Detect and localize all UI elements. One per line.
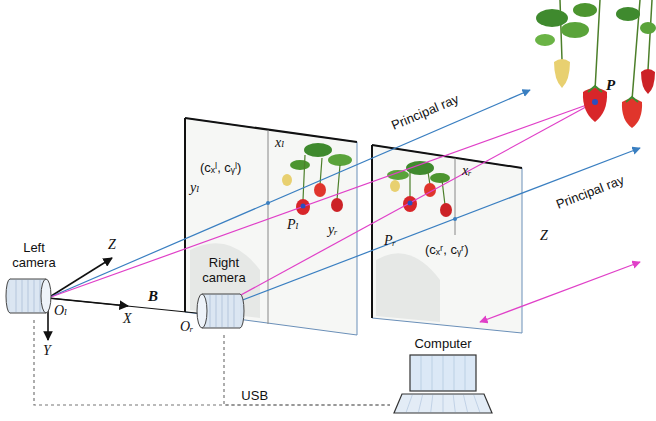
keyboard-grid (443, 395, 444, 412)
laptop-symbol (390, 353, 496, 417)
node-label: Computer (391, 336, 495, 351)
right-camera-symbol (190, 287, 258, 335)
camera-grid (222, 295, 223, 327)
projection-rays (48, 102, 640, 322)
keyboard-grid (464, 395, 468, 412)
ray-label: Principal ray (389, 91, 461, 133)
camera-edge (10, 279, 46, 280)
camera-grid (22, 280, 23, 312)
point-label: P (606, 78, 615, 93)
edge-label: USB (239, 388, 270, 403)
keyboard-grid (431, 395, 433, 412)
camera-grid (234, 295, 235, 327)
keyboard-grid (474, 395, 480, 412)
computer-node: Computer (390, 336, 496, 417)
usb-cable (34, 320, 390, 405)
screen-grid (432, 356, 433, 390)
screen-grid (454, 356, 455, 390)
screen-grid (421, 356, 422, 390)
principal-rays (48, 90, 640, 314)
laptop-base (394, 394, 492, 413)
point-label: Pₗ (287, 217, 299, 232)
camera-edge (202, 294, 240, 295)
camera-grid (228, 295, 229, 327)
usb-cable (224, 335, 390, 405)
image-axis-label: yₗ (190, 180, 200, 195)
axis-label: Z (108, 237, 116, 252)
laptop-screen (410, 355, 476, 391)
keyboard-grid (453, 395, 455, 412)
camera-grid (40, 280, 41, 312)
keyboard-grid (419, 395, 423, 412)
node-label: Right camera (194, 255, 254, 285)
camera-grid (16, 280, 17, 312)
camera-grid (34, 280, 35, 312)
camera-body (202, 294, 240, 328)
principal-point-label: (cₓʳ, cᵧʳ) (425, 242, 469, 257)
image-axis-label: xᵣ (462, 163, 472, 178)
camera-lens (41, 279, 51, 313)
camera-grid (216, 295, 217, 327)
camera-node: Right camera (190, 255, 258, 335)
axis-label: Z (540, 228, 548, 243)
screen-grid (465, 356, 466, 390)
point-label: Pᵣ (384, 233, 396, 248)
camera-lens (197, 294, 207, 328)
image-axis-label: yᵣ (328, 222, 338, 237)
origin-label: Oᵣ (180, 319, 194, 334)
node-label: Left camera (6, 240, 62, 270)
camera-grid (210, 295, 211, 327)
strawberry-plant (301, 0, 656, 209)
camera-edge (10, 313, 46, 314)
camera-grid (28, 280, 29, 312)
origin-label: Oₗ (54, 303, 68, 318)
axis-label: Y (43, 343, 51, 358)
right-image-plane (372, 145, 522, 333)
left-image-plane (185, 118, 357, 335)
keyboard-grid (406, 395, 412, 412)
axis-label: X (123, 311, 132, 326)
screen-grid (443, 356, 444, 390)
baseline-label: B (148, 289, 158, 304)
principal-point-label: (cₓˡ, cᵧˡ) (200, 160, 241, 175)
image-axis-label: xₗ (275, 135, 285, 150)
camera-edge (202, 328, 240, 329)
ray-label: Principal ray (554, 172, 626, 212)
